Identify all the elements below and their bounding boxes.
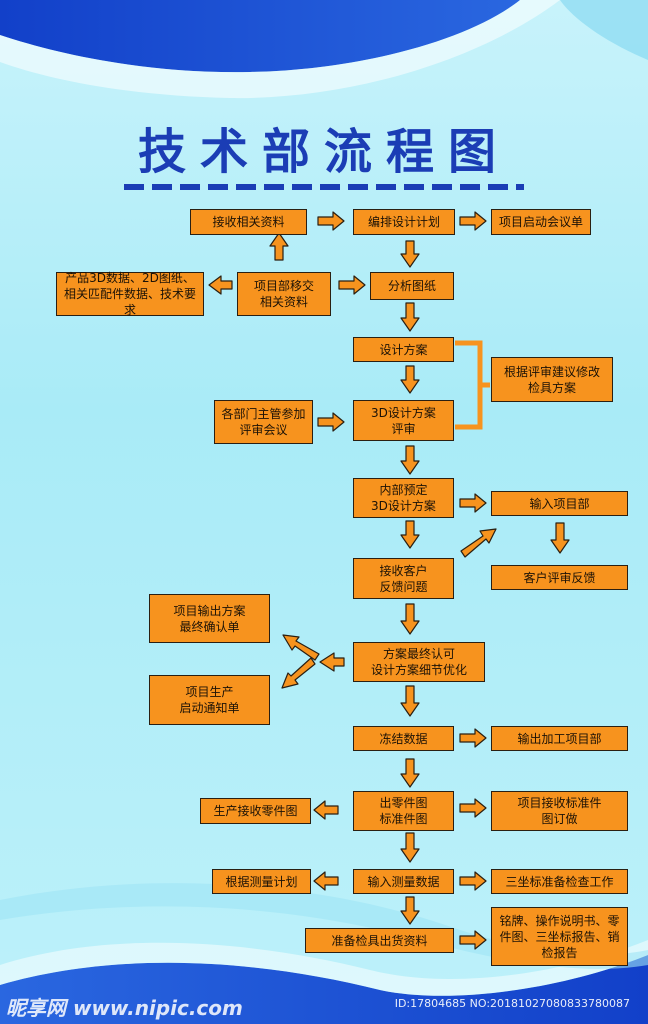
node-customer-feedback-receive: 接收客户 反馈问题 — [353, 558, 454, 599]
arrow-diagonal-up-right — [460, 528, 497, 558]
watermark-id: ID:17804685 NO:20181027080833780087 — [394, 997, 630, 1010]
node-freeze-data: 冻结数据 — [353, 726, 454, 751]
node-internal-3d: 内部预定 3D设计方案 — [353, 478, 454, 518]
node-cmm-prep: 三坐标准备检查工作 — [491, 869, 628, 894]
arrow-left — [208, 275, 233, 295]
node-customer-review-feedback: 客户评审反馈 — [491, 565, 628, 590]
node-final-approval: 方案最终认可 设计方案细节优化 — [353, 642, 485, 682]
arrow-diagonal-up-left — [282, 634, 320, 661]
arrow-down — [400, 832, 420, 863]
node-ship-docs: 准备检具出货资料 — [305, 928, 454, 953]
arrow-down — [400, 445, 420, 475]
node-analyze-drawings: 分析图纸 — [370, 272, 454, 300]
title-underline — [124, 184, 524, 190]
arrow-down — [400, 685, 420, 717]
arrow-right — [459, 930, 487, 950]
arrow-down — [400, 603, 420, 635]
node-production-notice: 项目生产 启动通知单 — [149, 675, 270, 725]
node-design-plan: 编排设计计划 — [353, 209, 455, 235]
node-receive-materials: 接收相关资料 — [190, 209, 307, 235]
node-output-processing: 输出加工项目部 — [491, 726, 628, 751]
page-title: 技术部流程图 — [137, 124, 510, 180]
node-revise-scheme: 根据评审建议修改 检具方案 — [491, 357, 613, 402]
node-design-scheme: 设计方案 — [353, 337, 454, 362]
node-dept-transfer: 项目部移交 相关资料 — [237, 272, 331, 316]
arrow-down — [400, 240, 420, 268]
bracket-connector — [455, 340, 483, 430]
arrow-left — [313, 871, 339, 891]
arrow-down — [400, 896, 420, 925]
node-project-receive-std: 项目接收标准件 图订做 — [491, 791, 628, 831]
node-nameplate: 铭牌、操作说明书、零件图、三坐标报告、销检报告 — [491, 907, 628, 966]
arrow-right — [459, 871, 487, 891]
node-measure-plan: 根据测量计划 — [212, 869, 311, 894]
node-input-project-dept: 输入项目部 — [491, 491, 628, 516]
arrow-right — [459, 211, 487, 231]
arrow-right — [338, 275, 366, 295]
arrow-diagonal-down-left — [281, 657, 316, 689]
arrow-down — [550, 522, 570, 554]
arrow-right — [317, 211, 345, 231]
arrow-right — [317, 412, 345, 432]
node-output-confirm: 项目输出方案 最终确认单 — [149, 594, 270, 643]
node-dept-heads-review: 各部门主管参加 评审会议 — [214, 400, 313, 444]
arrow-left — [319, 652, 345, 672]
watermark-logo: 昵享网 www.nipic.com — [6, 996, 243, 1020]
arrow-right — [459, 798, 487, 818]
arrow-up — [269, 232, 289, 261]
arrow-right — [459, 493, 487, 513]
arrow-down — [400, 302, 420, 332]
arrow-down — [400, 365, 420, 394]
arrow-down — [400, 758, 420, 788]
node-production-receive: 生产接收零件图 — [200, 798, 311, 824]
node-3d-scheme-review: 3D设计方案 评审 — [353, 400, 454, 441]
arrow-down — [400, 520, 420, 549]
arrow-right — [459, 728, 487, 748]
node-kickoff-sheet: 项目启动会议单 — [491, 209, 591, 235]
arrow-left — [313, 800, 339, 820]
node-input-measure: 输入测量数据 — [353, 869, 454, 894]
node-product-data: 产品3D数据、2D图纸、相关匹配件数据、技术要求 — [56, 271, 204, 317]
node-part-drawings: 出零件图 标准件图 — [353, 791, 454, 831]
